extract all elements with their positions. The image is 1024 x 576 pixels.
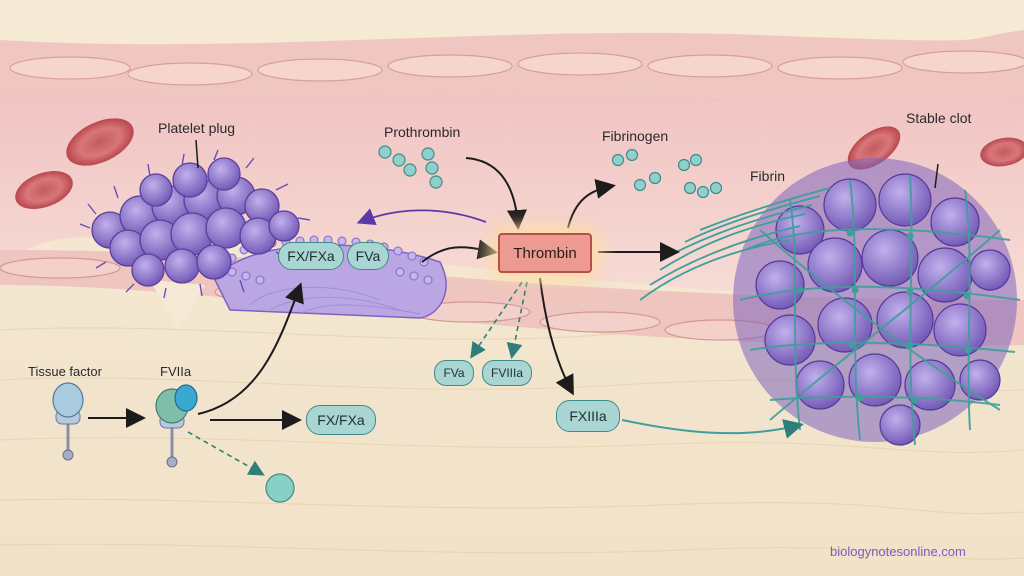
fx-fxa-complex-node: FX/FXa (278, 242, 344, 270)
fxiiia-node: FXIIIa (556, 400, 620, 432)
vessel-injury (150, 280, 205, 330)
prothrombin-label: Prothrombin (384, 124, 461, 140)
fviia-molecule (155, 384, 198, 468)
fviia-label: FVIIa (160, 364, 192, 379)
fva-complex-node: FVa (347, 242, 389, 270)
thrombin-node: Thrombin (498, 233, 592, 273)
stable-clot-pointer (934, 163, 939, 189)
tissue-factor-molecule (52, 382, 84, 461)
stable-clot-label: Stable clot (906, 110, 972, 126)
activated-factor-product (265, 473, 295, 503)
platelet-plug-label: Platelet plug (158, 120, 236, 136)
fibrin-strands (639, 187, 831, 301)
fibrinogen-molecules (611, 148, 723, 199)
fxiiia-crosslink-arrow (621, 419, 804, 439)
activation-dashed-arrows (187, 281, 528, 476)
tissue-factor-label: Tissue factor (28, 364, 102, 379)
site-credit: biologynotesonline.com (830, 544, 966, 559)
fviiia-node: FVIIIa (482, 360, 532, 386)
platelet-membrane (214, 244, 447, 319)
platelet-plug-pointer (195, 139, 199, 169)
feedback-arrow (356, 208, 487, 226)
fibrinogen-label: Fibrinogen (602, 128, 669, 144)
stable-clot (733, 158, 1021, 446)
fibrin-label: Fibrin (750, 168, 786, 184)
fx-fxa-node: FX/FXa (306, 405, 376, 435)
prothrombin-molecules (378, 145, 443, 189)
fva-node: FVa (434, 360, 474, 386)
upper-endothelial-cells (9, 50, 1024, 86)
platelet-plug (79, 149, 311, 299)
